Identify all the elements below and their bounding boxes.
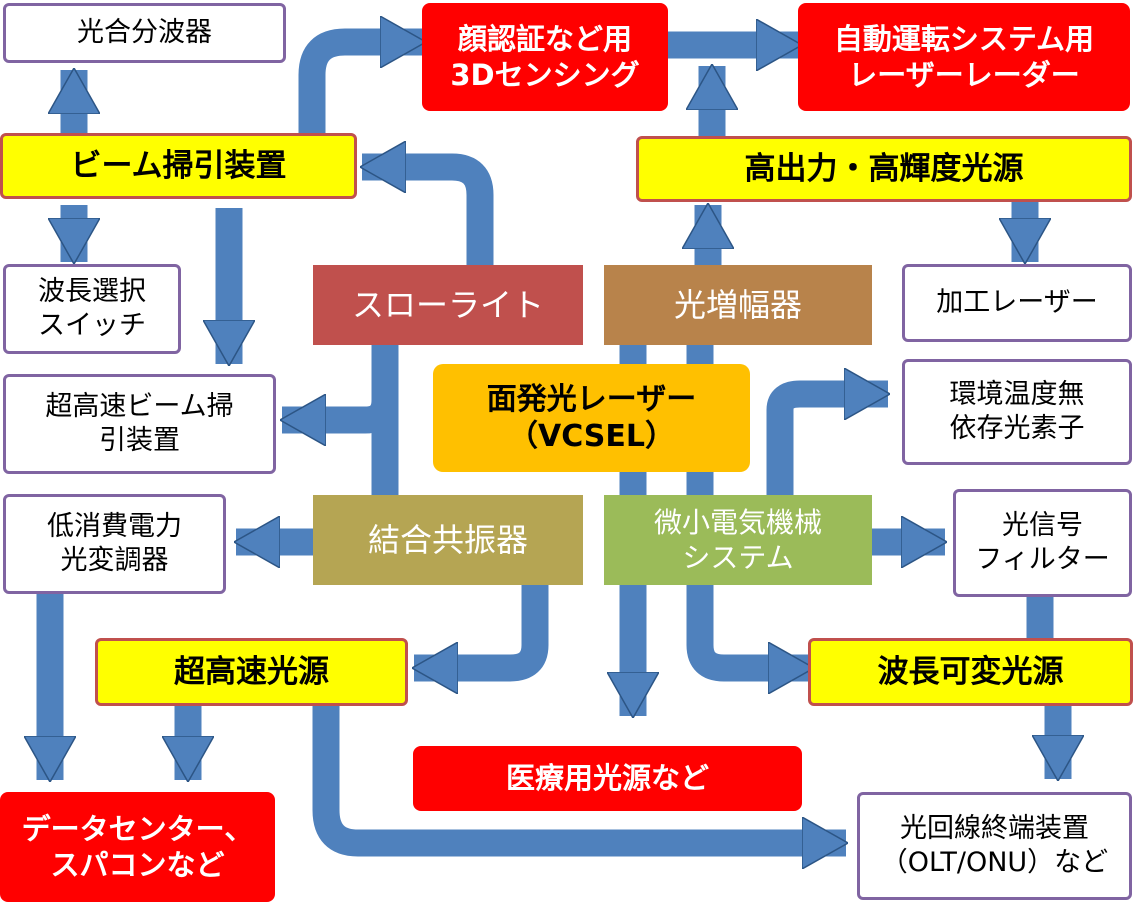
app-medical: 医療用光源など bbox=[413, 746, 802, 811]
arrow-slow-light-to-ultrafast-beam-sweep bbox=[282, 345, 399, 420]
tech-optical-amplifier: 光増幅器 bbox=[604, 265, 872, 345]
comp-olt-onu: 光回線終端装置 （OLT/ONU）など bbox=[857, 792, 1132, 900]
device-beam-sweep: ビーム掃引装置 bbox=[0, 133, 357, 199]
device-ultrafast-source: 超高速光源 bbox=[95, 638, 408, 706]
comp-temp-independent: 環境温度無 依存光素子 bbox=[902, 359, 1132, 465]
comp-optical-filter: 光信号 フィルター bbox=[953, 489, 1132, 597]
arrow-mems-to-temp-independent bbox=[766, 394, 888, 495]
device-high-power: 高出力・高輝度光源 bbox=[636, 136, 1132, 202]
arrow-slow-light-to-beam-sweep bbox=[362, 167, 494, 265]
tech-mems: 微小電気機械 システム bbox=[604, 495, 872, 585]
arrow-beam-sweep-to-face-recognition bbox=[298, 42, 424, 140]
comp-multiplexer: 光合分波器 bbox=[3, 3, 286, 63]
center-vcsel-abbr: （VCSEL） bbox=[507, 419, 675, 454]
arrow-mems-to-tunable-source bbox=[686, 585, 812, 668]
tech-coupled-resonator: 結合共振器 bbox=[313, 495, 583, 585]
comp-processing-laser: 加工レーザー bbox=[902, 264, 1132, 342]
comp-low-power-modulator: 低消費電力 光変調器 bbox=[3, 494, 226, 594]
arrow-ultrafast-source-to-olt-onu bbox=[312, 706, 846, 843]
comp-wavelength-switch: 波長選択 スイッチ bbox=[3, 264, 181, 354]
app-datacenter: データセンター、 スパコンなど bbox=[0, 792, 275, 902]
arrow-coupled-resonator-to-ultrafast-source bbox=[414, 585, 549, 668]
tech-slow-light: スローライト bbox=[313, 265, 583, 345]
app-lidar: 自動運転システム用 レーザーレーダー bbox=[798, 3, 1130, 111]
device-tunable-source: 波長可変光源 bbox=[808, 638, 1133, 706]
comp-ultrafast-beam-sweep: 超高速ビーム掃 引装置 bbox=[3, 374, 276, 474]
center-vcsel-title: 面発光レーザー bbox=[486, 381, 697, 417]
center-vcsel: 面発光レーザー （VCSEL） bbox=[433, 364, 750, 472]
app-face-recognition: 顔認証など用 3Dセンシング bbox=[422, 3, 668, 111]
